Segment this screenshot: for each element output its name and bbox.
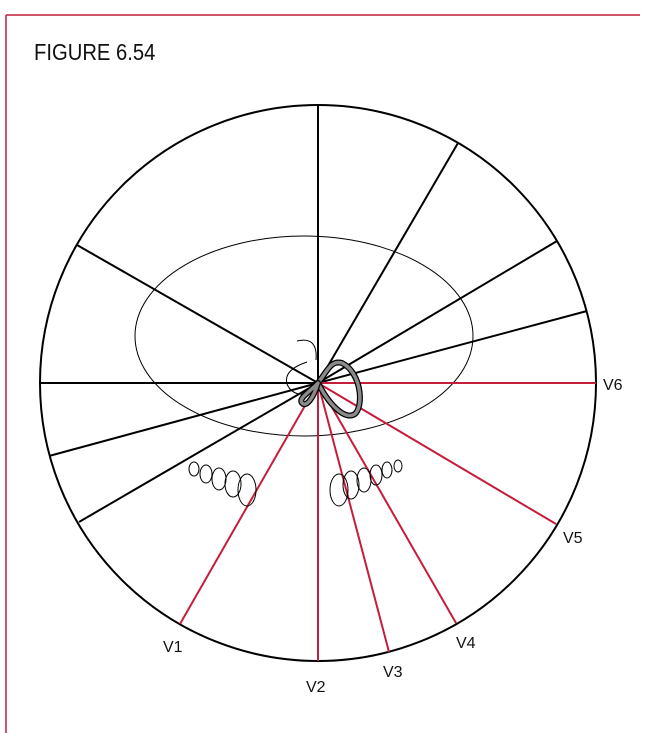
complex-loop [237,473,257,507]
lead-line-v1 [179,382,319,625]
complex-loop [356,467,372,493]
small-loop [299,381,320,406]
complex-loop [342,470,360,500]
inner-ellipse [134,235,474,437]
reference-line-upper-left [76,244,319,384]
right-complex-chain [329,459,403,507]
figure-title: FIGURE 6.54 [34,39,155,66]
complex-loop [224,470,242,498]
left-complex-chain [188,461,257,507]
lead-label-v2: V2 [306,679,326,696]
heart-outline-upper [296,339,317,361]
complex-loop [188,461,200,477]
complex-loop [381,461,393,479]
complex-loop [211,467,227,491]
complex-loop [393,459,403,473]
lead-line-v4 [317,382,457,624]
lead-label-v3: V3 [383,664,403,681]
lead-label-v1: V1 [163,639,183,656]
lead-label-v4: V4 [456,635,476,652]
reference-line-upper-right-3 [317,310,588,384]
lead-label-v5: V5 [563,530,583,547]
reference-line-upper-right-2 [317,240,558,384]
reference-line-lower-left-2 [78,382,319,523]
reference-line-lower-left-1 [48,382,319,457]
lead-label-v6: V6 [603,377,623,394]
lead-line-v5 [317,382,557,525]
complex-loop [329,473,349,507]
reference-line-upper-right-1 [317,142,459,384]
lead-line-v3 [317,382,390,653]
complex-loop [199,464,213,484]
heart-outline-lower [285,361,308,395]
vector-loop [316,360,362,418]
